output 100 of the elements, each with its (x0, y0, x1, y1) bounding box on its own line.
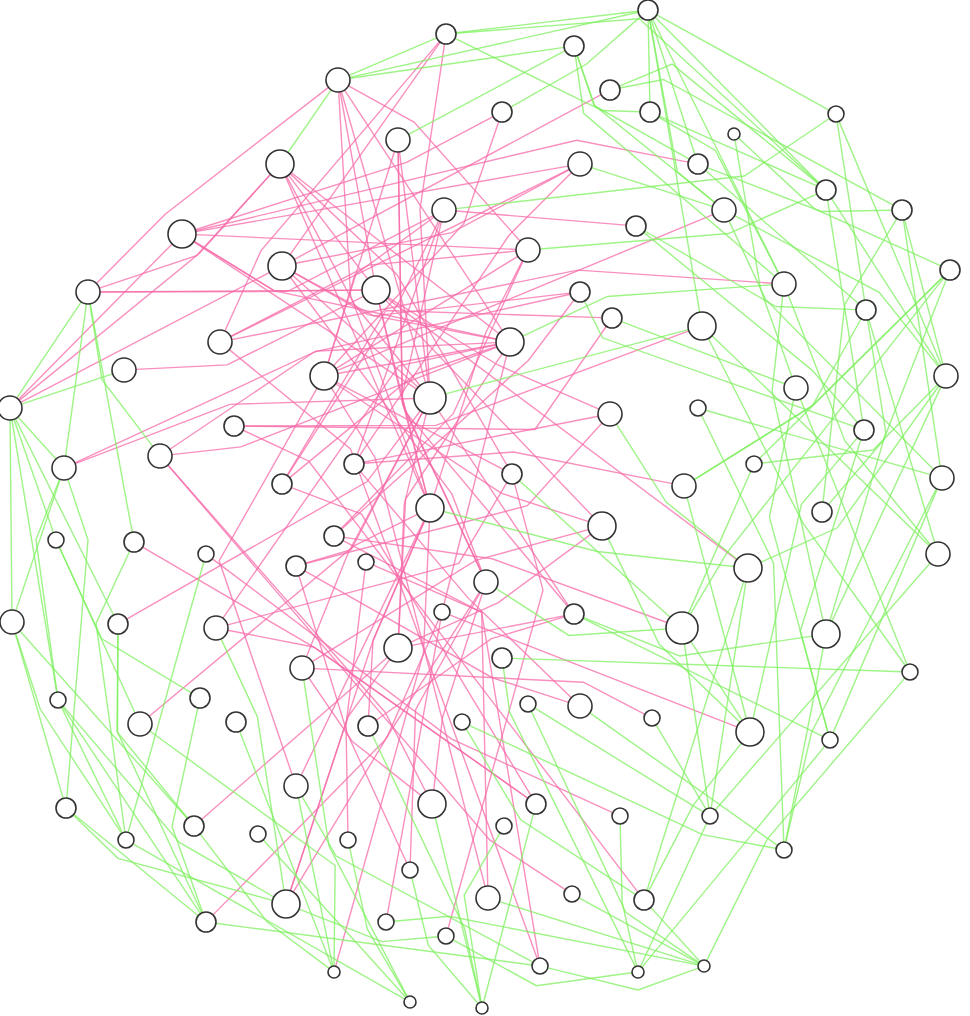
edge-line (11, 419, 58, 693)
edge-line (829, 319, 887, 622)
edge-line (836, 121, 866, 301)
edge-line (194, 115, 494, 231)
edge-line (9, 419, 13, 611)
edge-line (347, 85, 521, 242)
edge-line (372, 564, 540, 959)
edge-line (343, 89, 503, 331)
edge-line (305, 422, 603, 565)
edge-line (308, 677, 422, 797)
edge-line (286, 220, 440, 477)
edge-line (574, 55, 776, 277)
edge-line (393, 915, 699, 966)
edge-line (60, 706, 124, 834)
node-circle (289, 655, 315, 681)
edge-line (195, 165, 569, 233)
edge-line (293, 94, 602, 261)
edge-line (447, 482, 544, 929)
node-circle (587, 511, 617, 541)
edge-line (799, 438, 862, 733)
node-circle (783, 375, 809, 401)
edge-line (291, 274, 419, 389)
node-circle (735, 717, 765, 747)
edge-line (171, 707, 204, 914)
edge-line (66, 478, 89, 799)
edge-line (349, 847, 408, 998)
node-circle (601, 307, 623, 329)
edge-line (167, 464, 427, 793)
node-circle (525, 793, 547, 815)
edge-line (386, 619, 442, 915)
edge-line (284, 176, 426, 496)
edge-line (705, 409, 932, 476)
edge-line (771, 295, 824, 622)
edge-line (327, 150, 396, 364)
edge-line (89, 303, 133, 533)
node-circle (435, 23, 457, 45)
node-circle (597, 401, 623, 427)
edge-line (61, 705, 202, 915)
edge-line (655, 724, 707, 810)
edge-line (547, 967, 700, 991)
edge-line (193, 241, 418, 390)
node-circle (855, 299, 877, 321)
node-circle (123, 531, 145, 553)
node-circle (491, 647, 513, 669)
node-circle (189, 687, 211, 709)
edge-line (407, 50, 566, 136)
edge-line (297, 797, 334, 967)
edge-line (704, 169, 860, 305)
edge-line (99, 289, 363, 293)
edge-line (510, 15, 642, 108)
edge-line (578, 897, 700, 964)
edge-line (72, 814, 274, 902)
node-circle (599, 79, 621, 101)
edge-line (385, 299, 594, 517)
edge-line (832, 488, 938, 734)
edge-line (169, 293, 571, 450)
edge-line (293, 272, 571, 317)
node-circle (267, 251, 297, 281)
edge-line (229, 250, 517, 338)
edge-line (693, 276, 944, 481)
edge-line (686, 496, 748, 720)
node-circle (625, 215, 647, 237)
edge-line (363, 415, 599, 463)
edge-line (639, 822, 708, 968)
edge-line (339, 91, 375, 277)
edge-line (19, 630, 189, 820)
node-circle (433, 603, 451, 621)
node-circle (775, 841, 793, 859)
edge-line (371, 734, 482, 1003)
edge-line (95, 86, 330, 285)
edge-line (336, 213, 714, 372)
node-circle (343, 453, 365, 475)
edge-line (576, 54, 716, 204)
edge-line (784, 647, 825, 843)
node-circle (249, 825, 267, 843)
edge-line (17, 416, 57, 460)
edge-line (311, 528, 590, 663)
node-circle (827, 105, 845, 123)
edge-line (126, 410, 422, 620)
edge-line (419, 43, 446, 383)
edge-line (14, 418, 115, 616)
edge-line (648, 19, 701, 313)
edge-line (287, 89, 332, 154)
edge-line (342, 539, 489, 887)
edge-line (511, 657, 903, 673)
edge-line (448, 614, 738, 728)
node-circle (183, 815, 205, 837)
edge-line (289, 345, 498, 479)
edge-line (728, 220, 935, 471)
node-circle (51, 455, 77, 481)
edge-line (468, 724, 777, 850)
edge-line (287, 174, 369, 280)
edge-line (495, 587, 667, 637)
edge-line (502, 667, 637, 968)
edge-line (74, 341, 497, 464)
edge-line (903, 218, 944, 366)
edge-line (349, 46, 565, 79)
edge-line (363, 451, 673, 485)
edge-line (433, 592, 484, 791)
edge-line (74, 397, 415, 465)
